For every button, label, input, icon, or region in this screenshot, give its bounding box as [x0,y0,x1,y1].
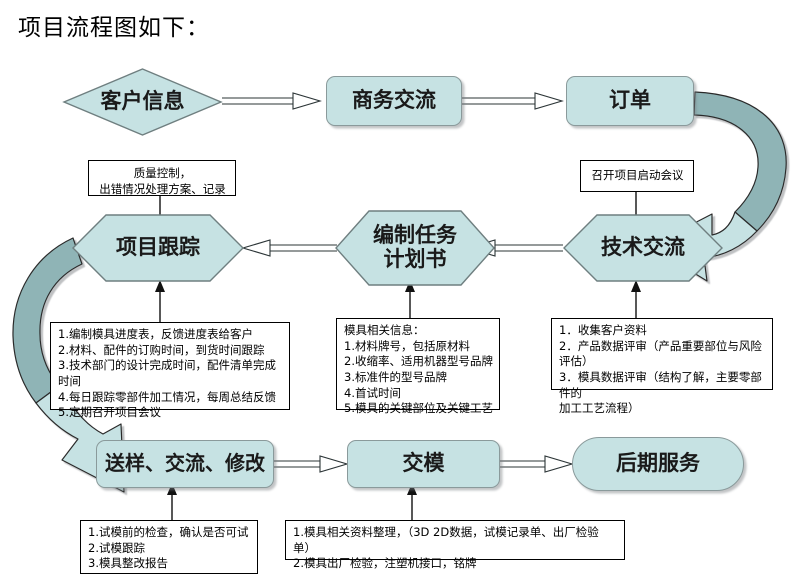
connector-sample-to-delivery [274,455,349,473]
node-label: 商务交流 [352,88,436,113]
node-label: 技术交流 [601,235,685,260]
connector-customer-to-business [222,92,322,110]
connector-delivery-to-service [500,455,574,473]
annotation-delivery-notes: 1.模具相关资料整理，（3D 2D数据，试模记录单、出厂检验单） 2.模具出厂检… [285,520,625,570]
node-label: 项目跟踪 [116,235,200,260]
node-label: 后期服务 [616,451,700,476]
hexagon-shape [72,214,244,282]
node-after-service[interactable]: 后期服务 [572,437,744,491]
node-order[interactable]: 订单 [566,76,694,126]
annotation-kickoff-meeting: 召开项目启动会议 [580,160,694,192]
node-label: 编制任务 计划书 [373,223,457,271]
node-customer-info[interactable]: 客户信息 [60,66,225,138]
node-label: 交模 [402,451,445,476]
annotation-trial-notes: 1.试模前的检查，确认是否可试 2.试模跟踪 3.模具整改报告 [80,520,258,574]
annotation-tracking-details: 1.编制模具进度表，反馈进度表给客户 2.材料、配件的订购时间，到货时间跟踪 3… [50,322,290,419]
node-label: 订单 [609,88,651,113]
node-project-tracking[interactable]: 项目跟踪 [70,212,246,284]
node-business-exchange[interactable]: 商务交流 [326,76,462,126]
node-label: 客户信息 [100,89,185,114]
node-mold-delivery[interactable]: 交模 [347,440,500,488]
annotation-quality-control: 质量控制， 出错情况处理方案、记录 [88,160,236,196]
connector-business-to-order [462,92,564,110]
page-title: 项目流程图如下： [18,15,210,40]
node-sample-modify[interactable]: 送样、交流、修改 [96,440,274,488]
annotation-mold-info: 模具相关信息： 1.材料牌号，包括原材料 2.收缩率、适用机器型号品牌 3.标准… [336,318,500,415]
hexagon-shape [563,214,723,282]
annotation-tech-review: 1．收集客户资料 2．产品数据评审（产品重要部位与风险评估） 3．模具数据评审（… [551,318,773,415]
connector-taskplan-to-tracking [241,239,337,257]
node-tech-exchange[interactable]: 技术交流 [561,212,725,284]
diamond-shape [62,68,223,136]
hexagon-shape [335,210,495,286]
node-task-plan[interactable]: 编制任务 计划书 [333,208,497,288]
node-label: 送样、交流、修改 [105,452,265,475]
